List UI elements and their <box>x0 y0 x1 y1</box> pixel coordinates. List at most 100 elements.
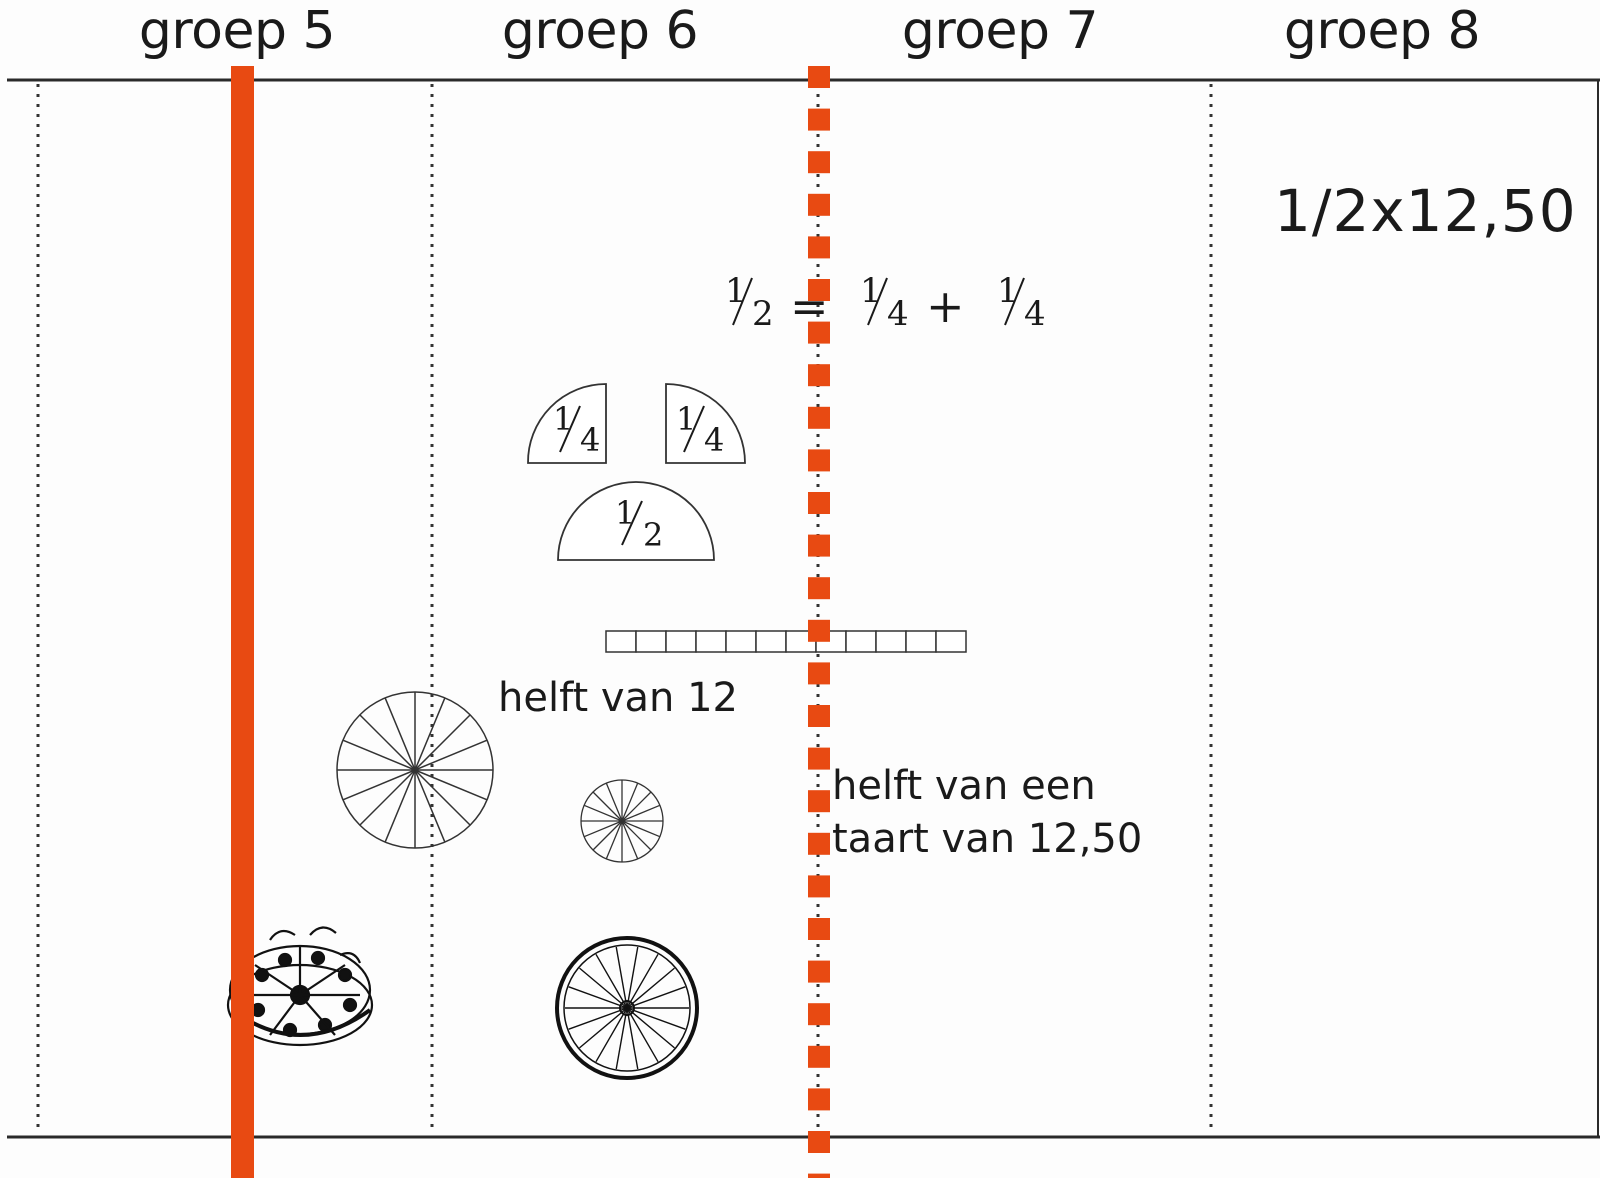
half-shape <box>557 481 715 561</box>
slice-line <box>626 1007 639 1070</box>
dash-segment <box>808 832 830 855</box>
slice-line <box>568 986 628 1009</box>
slice-line <box>414 769 446 843</box>
slice-line <box>414 769 488 801</box>
slice-line <box>626 967 675 1009</box>
slice-line <box>615 946 628 1009</box>
dash-segment <box>808 364 830 387</box>
dash-segment <box>808 492 830 514</box>
unit-box <box>695 630 727 653</box>
slice-line <box>359 769 416 826</box>
slice-line <box>615 1007 628 1070</box>
slice-line <box>621 820 661 838</box>
slice-line <box>342 739 416 771</box>
dash-segment <box>808 1003 830 1026</box>
unit-box <box>635 630 667 653</box>
quarter-right-fraction: 1 4 <box>676 400 724 459</box>
slice-line <box>605 820 623 860</box>
dash-segment <box>808 875 830 898</box>
slice-line <box>414 697 446 771</box>
unit-box <box>665 630 697 653</box>
dash-segment <box>808 662 830 685</box>
dash-segment <box>808 193 830 216</box>
slice-line <box>626 946 639 1009</box>
orange-dashed-marker-line <box>808 66 830 1178</box>
pie-16-large <box>336 691 494 849</box>
unit-box <box>935 630 967 653</box>
slice-line <box>626 1007 675 1049</box>
svg-text:2: 2 <box>643 516 663 554</box>
column-header-groep-7: groep 7 <box>901 1 1099 61</box>
slice-line <box>621 820 652 851</box>
unit-box <box>875 630 907 653</box>
dash-segment <box>808 534 830 557</box>
dash-segment <box>808 236 830 259</box>
slice-line <box>626 953 659 1009</box>
half-cake-label-line2: taart van 12,50 <box>832 816 1143 862</box>
half-fraction: 1 2 <box>615 494 663 554</box>
dash-segment <box>808 1088 830 1111</box>
slice-line <box>621 804 661 822</box>
pie-small <box>580 779 664 863</box>
dash-segment <box>808 960 830 983</box>
dash-segment <box>808 577 830 600</box>
column-header-groep-5: groep 5 <box>138 1 336 61</box>
svg-text:2: 2 <box>752 294 774 334</box>
slice-line <box>579 1007 628 1049</box>
slice-line <box>626 1007 659 1063</box>
svg-text:1: 1 <box>725 271 747 311</box>
svg-text:1: 1 <box>615 494 635 532</box>
svg-text:+: + <box>926 279 965 333</box>
svg-text:4: 4 <box>1024 294 1046 334</box>
slice-line <box>595 1007 628 1063</box>
unit-box <box>755 630 787 653</box>
dash-segment <box>808 619 830 642</box>
cake-slices-sketch-icon <box>555 936 699 1080</box>
dash-segment <box>808 747 830 770</box>
dash-segment <box>808 406 830 429</box>
dash-segment <box>808 790 830 813</box>
unit-box <box>725 630 757 653</box>
quarter-shape-right <box>665 383 746 464</box>
dash-segment <box>808 279 830 301</box>
slice-line <box>583 804 623 822</box>
slice-line <box>583 820 623 838</box>
slice-line <box>414 714 471 771</box>
slice-line <box>384 769 416 843</box>
column-header-groep-8: groep 8 <box>1283 1 1481 61</box>
slice-line <box>595 953 628 1009</box>
dash-segment <box>808 705 830 727</box>
dash-segment <box>808 66 830 88</box>
slice-line <box>626 1007 686 1030</box>
orange-solid-marker-line <box>231 66 254 1178</box>
slice-line <box>621 791 652 822</box>
svg-text:4: 4 <box>580 421 600 459</box>
dash-segment <box>808 108 830 131</box>
dash-segment <box>808 1131 830 1153</box>
slice-line <box>359 714 416 771</box>
svg-text:4: 4 <box>704 421 724 459</box>
slice-line <box>414 769 471 826</box>
slice-line <box>626 986 686 1009</box>
column-separators <box>36 84 1213 1132</box>
unit-box <box>605 630 637 653</box>
slice-line <box>579 967 628 1009</box>
slice-line <box>342 769 416 801</box>
svg-text:1: 1 <box>553 400 573 438</box>
slice-line <box>414 739 488 771</box>
quarter-left-fraction: 1 4 <box>553 400 600 459</box>
slice-line <box>621 782 639 822</box>
dash-segment <box>808 151 830 174</box>
slice-line <box>592 791 623 822</box>
svg-text:1: 1 <box>860 271 882 311</box>
dash-segment <box>808 449 830 472</box>
cake-sketch-icon <box>226 926 374 1047</box>
slice-line <box>568 1007 628 1030</box>
fraction-equation: 1 2 = 1 4 + 1 4 <box>725 271 1046 334</box>
half-of-12-label: helft van 12 <box>498 675 738 721</box>
column-header-groep-6: groep 6 <box>501 1 699 61</box>
half-cake-label-line1: helft van een <box>832 763 1096 809</box>
svg-text:4: 4 <box>887 294 909 334</box>
dash-segment <box>808 321 830 344</box>
